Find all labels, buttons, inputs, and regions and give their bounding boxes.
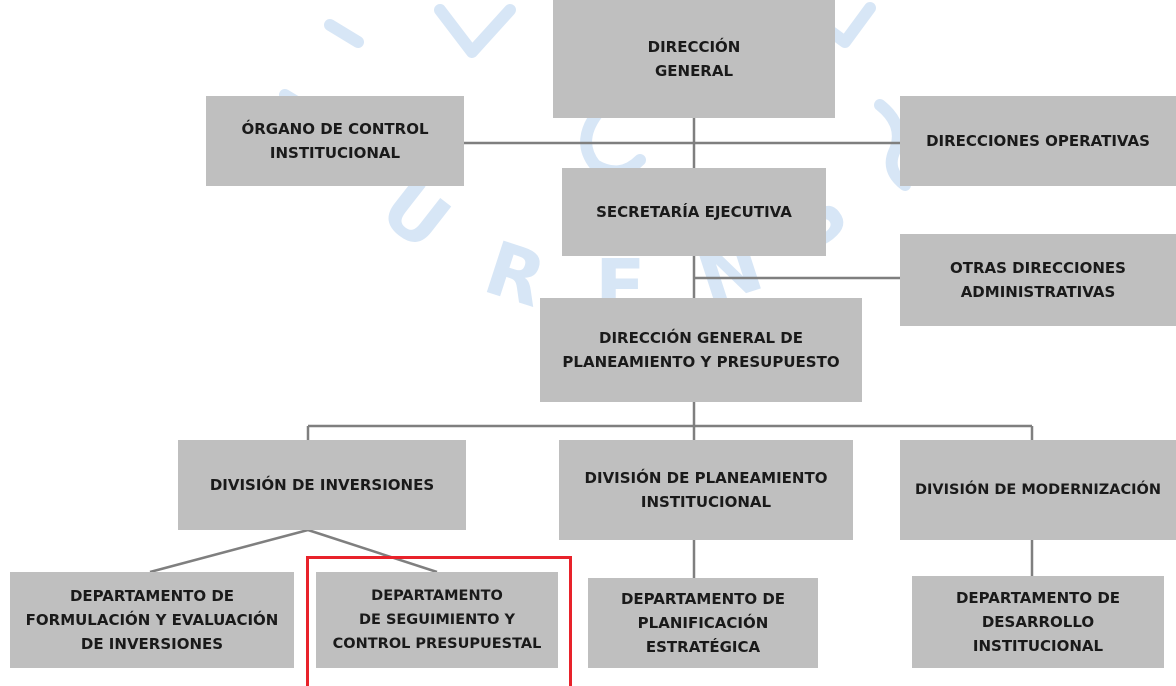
connector-to-dep-seguimiento bbox=[307, 528, 438, 574]
node-otras-direcciones: OTRAS DIRECCIONES ADMINISTRATIVAS bbox=[900, 234, 1176, 326]
node-dep-formulacion: DEPARTAMENTO DE FORMULACIÓN Y EVALUACIÓN… bbox=[10, 572, 294, 668]
seal-scale-icon bbox=[434, 4, 516, 58]
seal-letter-s bbox=[874, 99, 911, 191]
node-division-planeamiento: DIVISIÓN DE PLANEAMIENTO INSTITUCIONAL bbox=[559, 440, 853, 540]
node-direcciones-operativas: DIRECCIONES OPERATIVAS bbox=[900, 96, 1176, 186]
node-organo-control: ÓRGANO DE CONTROL INSTITUCIONAL bbox=[206, 96, 464, 186]
node-division-modernizacion: DIVISIÓN DE MODERNIZACIÓN bbox=[900, 440, 1176, 540]
seal-arc-fragment bbox=[324, 19, 364, 48]
node-dep-seguimiento: DEPARTAMENTO DE SEGUIMIENTO Y CONTROL PR… bbox=[316, 572, 558, 668]
node-dg-planeamiento-presupuesto: DIRECCIÓN GENERAL DE PLANEAMIENTO Y PRES… bbox=[540, 298, 862, 402]
node-dep-planificacion: DEPARTAMENTO DE PLANIFICACIÓN ESTRATÉGIC… bbox=[588, 578, 818, 668]
node-direccion-general: DIRECCIÓN GENERAL bbox=[553, 0, 835, 118]
node-secretaria-ejecutiva: SECRETARÍA EJECUTIVA bbox=[562, 168, 826, 256]
node-dep-desarrollo: DEPARTAMENTO DE DESARROLLO INSTITUCIONAL bbox=[912, 576, 1164, 668]
node-division-inversiones: DIVISIÓN DE INVERSIONES bbox=[178, 440, 466, 530]
connector-to-dep-formulacion bbox=[149, 528, 309, 574]
